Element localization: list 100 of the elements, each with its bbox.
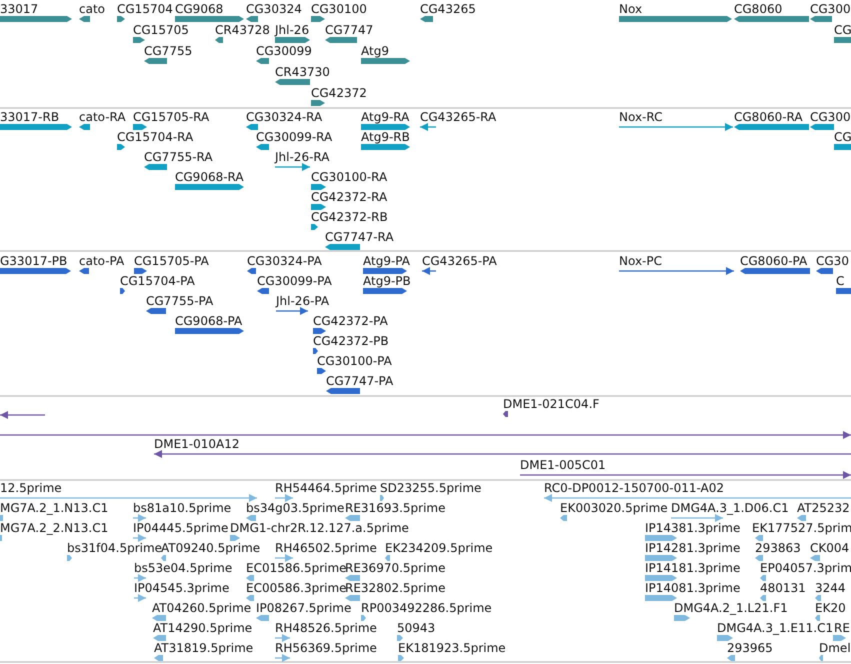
feature-label: CG43265 <box>420 2 476 16</box>
feature-label: RH54464.5prime <box>275 481 377 495</box>
feature-label: DMG4A.3_1.E11.C1 <box>717 621 834 635</box>
feature-label: G33017-PB <box>0 254 68 268</box>
feature-label: MG7A.2_2.N13.C1 <box>0 521 108 535</box>
feature-label: CG30324-RA <box>246 110 322 124</box>
feature-label: CG30099-PA <box>257 274 332 288</box>
feature-label: CG42372-RA <box>311 190 388 204</box>
feature-label: 293965 <box>727 641 773 655</box>
feature-label: CK004 <box>810 541 850 555</box>
feature-label: CG <box>834 23 851 37</box>
feature-label: CG9068-RA <box>175 170 244 184</box>
feature-label: DMG4A.2_1.L21.F1 <box>674 601 788 615</box>
feature-label: RC0-DP0012-150700-011-A02 <box>544 481 724 495</box>
feature-label: Nox-PC <box>619 254 662 268</box>
feature-label: CG8060-RA <box>734 110 803 124</box>
feature-label: Atg9-PA <box>363 254 410 268</box>
feature-label: Jhl-26-PA <box>276 294 330 308</box>
feature-label: AT31819.5prime <box>154 641 254 655</box>
feature-label: CG15704 <box>117 2 173 16</box>
feature-label: Atg9-RA <box>361 110 410 124</box>
feature-label: 293863 <box>755 541 801 555</box>
feature-label: RH48526.5prime <box>275 621 377 635</box>
feature-label: CG9068 <box>175 2 224 16</box>
feature-label: CR43730 <box>275 65 330 79</box>
feature-label: AT25232 <box>797 501 850 515</box>
feature-label: AT14290.5prime <box>153 621 252 635</box>
feature-label: CG43265-PA <box>422 254 497 268</box>
feature-label: EK181923.5prime <box>398 641 506 655</box>
feature-label: RE31693.5prime <box>345 501 446 515</box>
feature-label: CG30100 <box>311 2 367 16</box>
feature-label: EK20 <box>815 601 846 615</box>
feature-label: CG300 <box>810 2 851 16</box>
feature-label: CG15705-PA <box>134 254 209 268</box>
feature-label: CG30099-RA <box>256 130 332 144</box>
feature-label: bs81a10.5prime <box>133 501 232 515</box>
feature-label: CG43265-RA <box>420 110 496 124</box>
feature-label: RE32802.5prime <box>345 581 446 595</box>
feature-label: IP14081.3prime <box>645 581 740 595</box>
feature-label: 50943 <box>397 621 436 635</box>
feature-label: IP14181.3prime <box>645 561 740 575</box>
feature-label: CR43728 <box>215 23 270 37</box>
feature-label: RH56369.5prime <box>275 641 377 655</box>
feature-label: AT04260.5prime <box>152 601 252 615</box>
feature-label: EC00586.3prime <box>246 581 347 595</box>
feature-label: CG42372-PA <box>313 314 388 328</box>
feature-label: DME1-005C01 <box>520 458 606 472</box>
feature-label: CG <box>834 130 851 144</box>
feature-label: EK177527.5prim <box>752 521 851 535</box>
feature-label: CG7755 <box>144 44 192 58</box>
feature-label: bs53e04.5prime <box>134 561 232 575</box>
feature-label: DME1-010A12 <box>154 437 240 451</box>
feature-label: AT09240.5prime <box>161 541 260 555</box>
feature-label: RH46502.5prime <box>275 541 377 555</box>
feature-label: EK003020.5prime <box>560 501 668 515</box>
feature-label: IP04445.5prime <box>133 521 228 535</box>
feature-label: RP003492286.5prime <box>361 601 492 615</box>
feature-label: CG9068-PA <box>175 314 242 328</box>
feature-label: cato-PA <box>79 254 124 268</box>
feature-label: C <box>836 274 844 288</box>
feature-label: Jhl-26 <box>275 23 310 37</box>
feature-label: CG15705-RA <box>133 110 210 124</box>
feature-label: CG8060 <box>734 2 782 16</box>
feature-label: CG15704-PA <box>120 274 195 288</box>
feature-label: 480131 <box>760 581 806 595</box>
feature-label: Jhl-26-RA <box>275 150 330 164</box>
feature-label: CG42372-PB <box>313 334 389 348</box>
feature-label: Atg9 <box>361 44 389 58</box>
feature-label: 33017-RB <box>0 110 60 124</box>
feature-label: EK234209.5prime <box>385 541 493 555</box>
feature-label: Nox <box>619 2 642 16</box>
feature-label: bs31f04.5prime <box>67 541 162 555</box>
feature-label: 33017 <box>0 2 38 16</box>
feature-label: CG42372 <box>311 86 367 100</box>
feature-label: CG300 <box>810 110 851 124</box>
feature-label: Atg9-PB <box>363 274 411 288</box>
feature-label: 12.5prime <box>0 481 62 495</box>
feature-label: DMG4A.3_1.D06.C1 <box>671 501 789 515</box>
feature-label: RE36970.5prime <box>345 561 446 575</box>
feature-label: DMG1-chr2R.12.127.a.5prime <box>230 521 409 535</box>
feature-label: CG7747-RA <box>325 230 394 244</box>
feature-label: CG7755-RA <box>144 150 213 164</box>
feature-label: IP14281.3prime <box>645 541 740 555</box>
feature-label: CG7755-PA <box>146 294 214 308</box>
feature-label: Atg9-RB <box>361 130 410 144</box>
feature-label: CG30100-PA <box>317 354 392 368</box>
feature-label: IP08267.5prime <box>256 601 352 615</box>
feature-label: CG30324 <box>246 2 302 16</box>
feature-label: CG7747 <box>325 23 374 37</box>
feature-label: EC01586.5prime <box>246 561 347 575</box>
feature-label: Nox-RC <box>619 110 662 124</box>
feature-label: Dmel <box>819 641 851 655</box>
feature-label: DME1-021C04.F <box>503 397 600 411</box>
feature-label: bs34g03.5prime <box>246 501 344 515</box>
feature-label: SD23255.5prime <box>380 481 482 495</box>
feature-label: CG8060-PA <box>740 254 808 268</box>
feature-label: 3244 <box>815 581 846 595</box>
feature-label: CG30324-PA <box>247 254 322 268</box>
feature-label: CG30099 <box>256 44 312 58</box>
feature-label: cato-RA <box>79 110 126 124</box>
